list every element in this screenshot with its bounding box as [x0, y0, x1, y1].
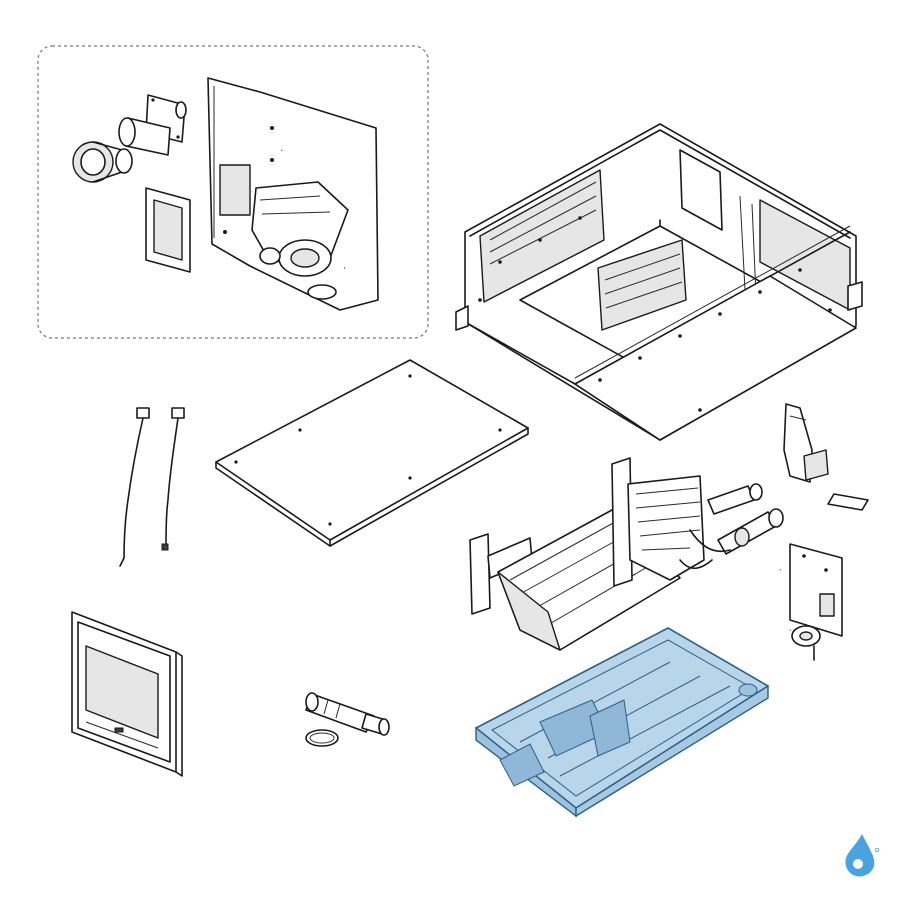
sensor-cable-right	[161, 407, 185, 551]
hose-clamp	[305, 729, 339, 747]
drain-tray	[475, 627, 769, 818]
valve-bracket	[772, 543, 843, 661]
drain-cap	[72, 141, 133, 183]
housing-rivets	[478, 216, 832, 412]
fan-assembly	[469, 457, 784, 651]
wall-controller	[71, 611, 183, 777]
electrical-box	[783, 403, 869, 511]
unit-housing	[455, 123, 863, 441]
controller-screen	[85, 645, 159, 739]
inlet-pipe	[118, 94, 187, 156]
top-panel	[215, 359, 529, 547]
pump-kit	[37, 45, 429, 339]
drain-hose	[305, 692, 390, 736]
water-drop-logo-icon	[845, 834, 880, 877]
sensor-cable-left	[119, 407, 150, 567]
pump-kit-dashed-frame	[37, 45, 429, 339]
pump-motor	[251, 124, 375, 300]
gasket-frame	[145, 187, 191, 273]
